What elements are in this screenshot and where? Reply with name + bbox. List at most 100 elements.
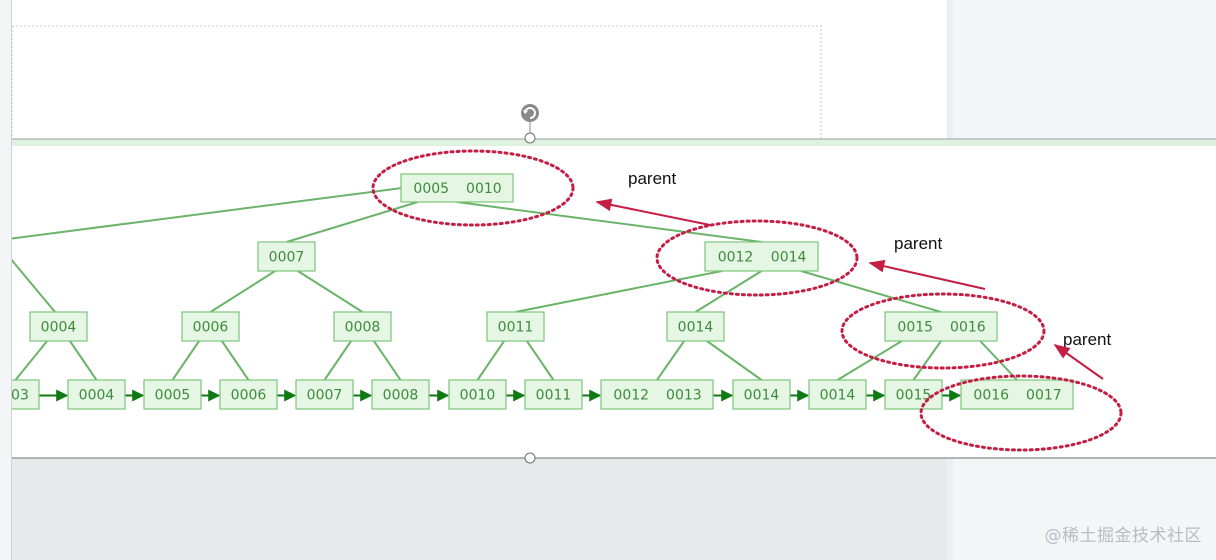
rotate-handle[interactable] bbox=[521, 104, 539, 122]
edge-n1214-n1516 bbox=[800, 270, 942, 313]
node-key: 0006 bbox=[231, 388, 267, 404]
node-key: 0012 bbox=[718, 250, 754, 266]
node-box bbox=[666, 311, 725, 342]
node-l0008: 0008 bbox=[371, 379, 430, 410]
edge-n0004-l0004 bbox=[69, 340, 98, 381]
node-key: 0015 bbox=[896, 388, 932, 404]
node-key: 0008 bbox=[345, 320, 381, 336]
node-box bbox=[704, 241, 819, 272]
node-n1214: 0012 0014 bbox=[704, 241, 819, 272]
image-frame[interactable] bbox=[12, 146, 1216, 458]
node-box bbox=[143, 379, 202, 410]
edge-n0007-n0008 bbox=[297, 270, 364, 313]
node-key: 0016 bbox=[973, 388, 1009, 404]
node-key: 0014 bbox=[678, 320, 714, 336]
annotation-label-a3: parent bbox=[1063, 330, 1111, 349]
node-box bbox=[884, 311, 998, 342]
slide-panel-lower-shade bbox=[12, 458, 947, 560]
node-key: 0010 bbox=[466, 181, 502, 197]
node-box bbox=[333, 311, 392, 342]
node-l0014b: 0014 bbox=[808, 379, 867, 410]
edge-n1516-l1617 bbox=[979, 340, 1018, 381]
node-l1213: 0012 0013 bbox=[600, 379, 714, 410]
node-box bbox=[600, 379, 714, 410]
node-key: 0006 bbox=[193, 320, 229, 336]
node-l0006: 0006 bbox=[219, 379, 278, 410]
highlight-n1214 bbox=[655, 219, 859, 297]
node-key: 0014 bbox=[820, 388, 856, 404]
highlight-root bbox=[371, 149, 575, 227]
node-n0014: 0014 bbox=[666, 311, 725, 342]
node-key: 0012 bbox=[613, 388, 649, 404]
node-l0014a: 0014 bbox=[732, 379, 791, 410]
node-box bbox=[808, 379, 867, 410]
image-top-band bbox=[12, 139, 1216, 146]
watermark: @稀土掘金技术社区 bbox=[1044, 526, 1202, 546]
node-n0006: 0006 bbox=[181, 311, 240, 342]
node-l0005: 0005 bbox=[143, 379, 202, 410]
annotation-arrow-a3 bbox=[1053, 344, 1104, 380]
node-box bbox=[486, 311, 545, 342]
node-key: 0015 bbox=[897, 320, 933, 336]
node-l0015: 0015 bbox=[884, 379, 943, 410]
node-l0010: 0010 bbox=[448, 379, 507, 410]
node-key: 0005 bbox=[155, 388, 191, 404]
node-key: 0007 bbox=[307, 388, 343, 404]
annotation-arrow-a1 bbox=[595, 198, 711, 226]
node-key: 003 bbox=[2, 388, 29, 404]
annotation-label-a1: parent bbox=[628, 169, 676, 188]
edge-root-n1214 bbox=[456, 201, 762, 243]
node-box bbox=[960, 379, 1074, 410]
node-n0011: 0011 bbox=[486, 311, 545, 342]
highlight-l1617 bbox=[919, 374, 1123, 452]
edge-n0011-l0011 bbox=[526, 340, 555, 381]
node-l0003: 003 bbox=[2, 379, 40, 410]
node-box bbox=[12, 379, 40, 410]
edge-n1516-l0014b bbox=[836, 340, 903, 381]
node-key: 0011 bbox=[498, 320, 534, 336]
edge-n0008-l0008 bbox=[373, 340, 402, 381]
node-key: 0014 bbox=[771, 250, 807, 266]
edge-n0014-l0014a bbox=[706, 340, 763, 381]
node-key: 0017 bbox=[1026, 388, 1062, 404]
edge-n0006-l0006 bbox=[221, 340, 250, 381]
edge-n0008-l0007 bbox=[323, 340, 352, 381]
node-key: 0007 bbox=[269, 250, 305, 266]
node-key: 0013 bbox=[666, 388, 702, 404]
highlight-rings bbox=[371, 149, 1123, 452]
edge-n0014-l1213 bbox=[656, 340, 685, 381]
node-l0007: 0007 bbox=[295, 379, 354, 410]
node-n1516: 0015 0016 bbox=[884, 311, 998, 342]
node-box bbox=[448, 379, 507, 410]
node-key: 0010 bbox=[460, 388, 496, 404]
edge-root-offscreen bbox=[12, 187, 403, 240]
node-box bbox=[371, 379, 430, 410]
resize-handle-top[interactable] bbox=[524, 132, 536, 144]
node-key: 0014 bbox=[744, 388, 780, 404]
node-box bbox=[181, 311, 240, 342]
tree-edges bbox=[12, 187, 1018, 381]
edge-offscreen-n0004 bbox=[12, 258, 56, 313]
edge-n0004-l0003 bbox=[14, 340, 48, 381]
resize-handle-bottom[interactable] bbox=[524, 452, 536, 464]
node-n0008: 0008 bbox=[333, 311, 392, 342]
node-box bbox=[67, 379, 126, 410]
edge-n0006-l0005 bbox=[171, 340, 200, 381]
edge-n0011-l0010 bbox=[476, 340, 505, 381]
node-n0004: 0004 bbox=[29, 311, 88, 342]
node-key: 0016 bbox=[950, 320, 986, 336]
node-box bbox=[295, 379, 354, 410]
node-l0011: 0011 bbox=[524, 379, 583, 410]
node-box bbox=[29, 311, 88, 342]
annotation-arrow-a2 bbox=[868, 259, 986, 290]
node-key: 0008 bbox=[383, 388, 419, 404]
node-box bbox=[257, 241, 316, 272]
edge-n1516-l0015 bbox=[912, 340, 942, 381]
node-n0007: 0007 bbox=[257, 241, 316, 272]
edge-root-n0007 bbox=[286, 201, 419, 243]
node-box bbox=[732, 379, 791, 410]
highlight-n1516 bbox=[840, 292, 1046, 370]
